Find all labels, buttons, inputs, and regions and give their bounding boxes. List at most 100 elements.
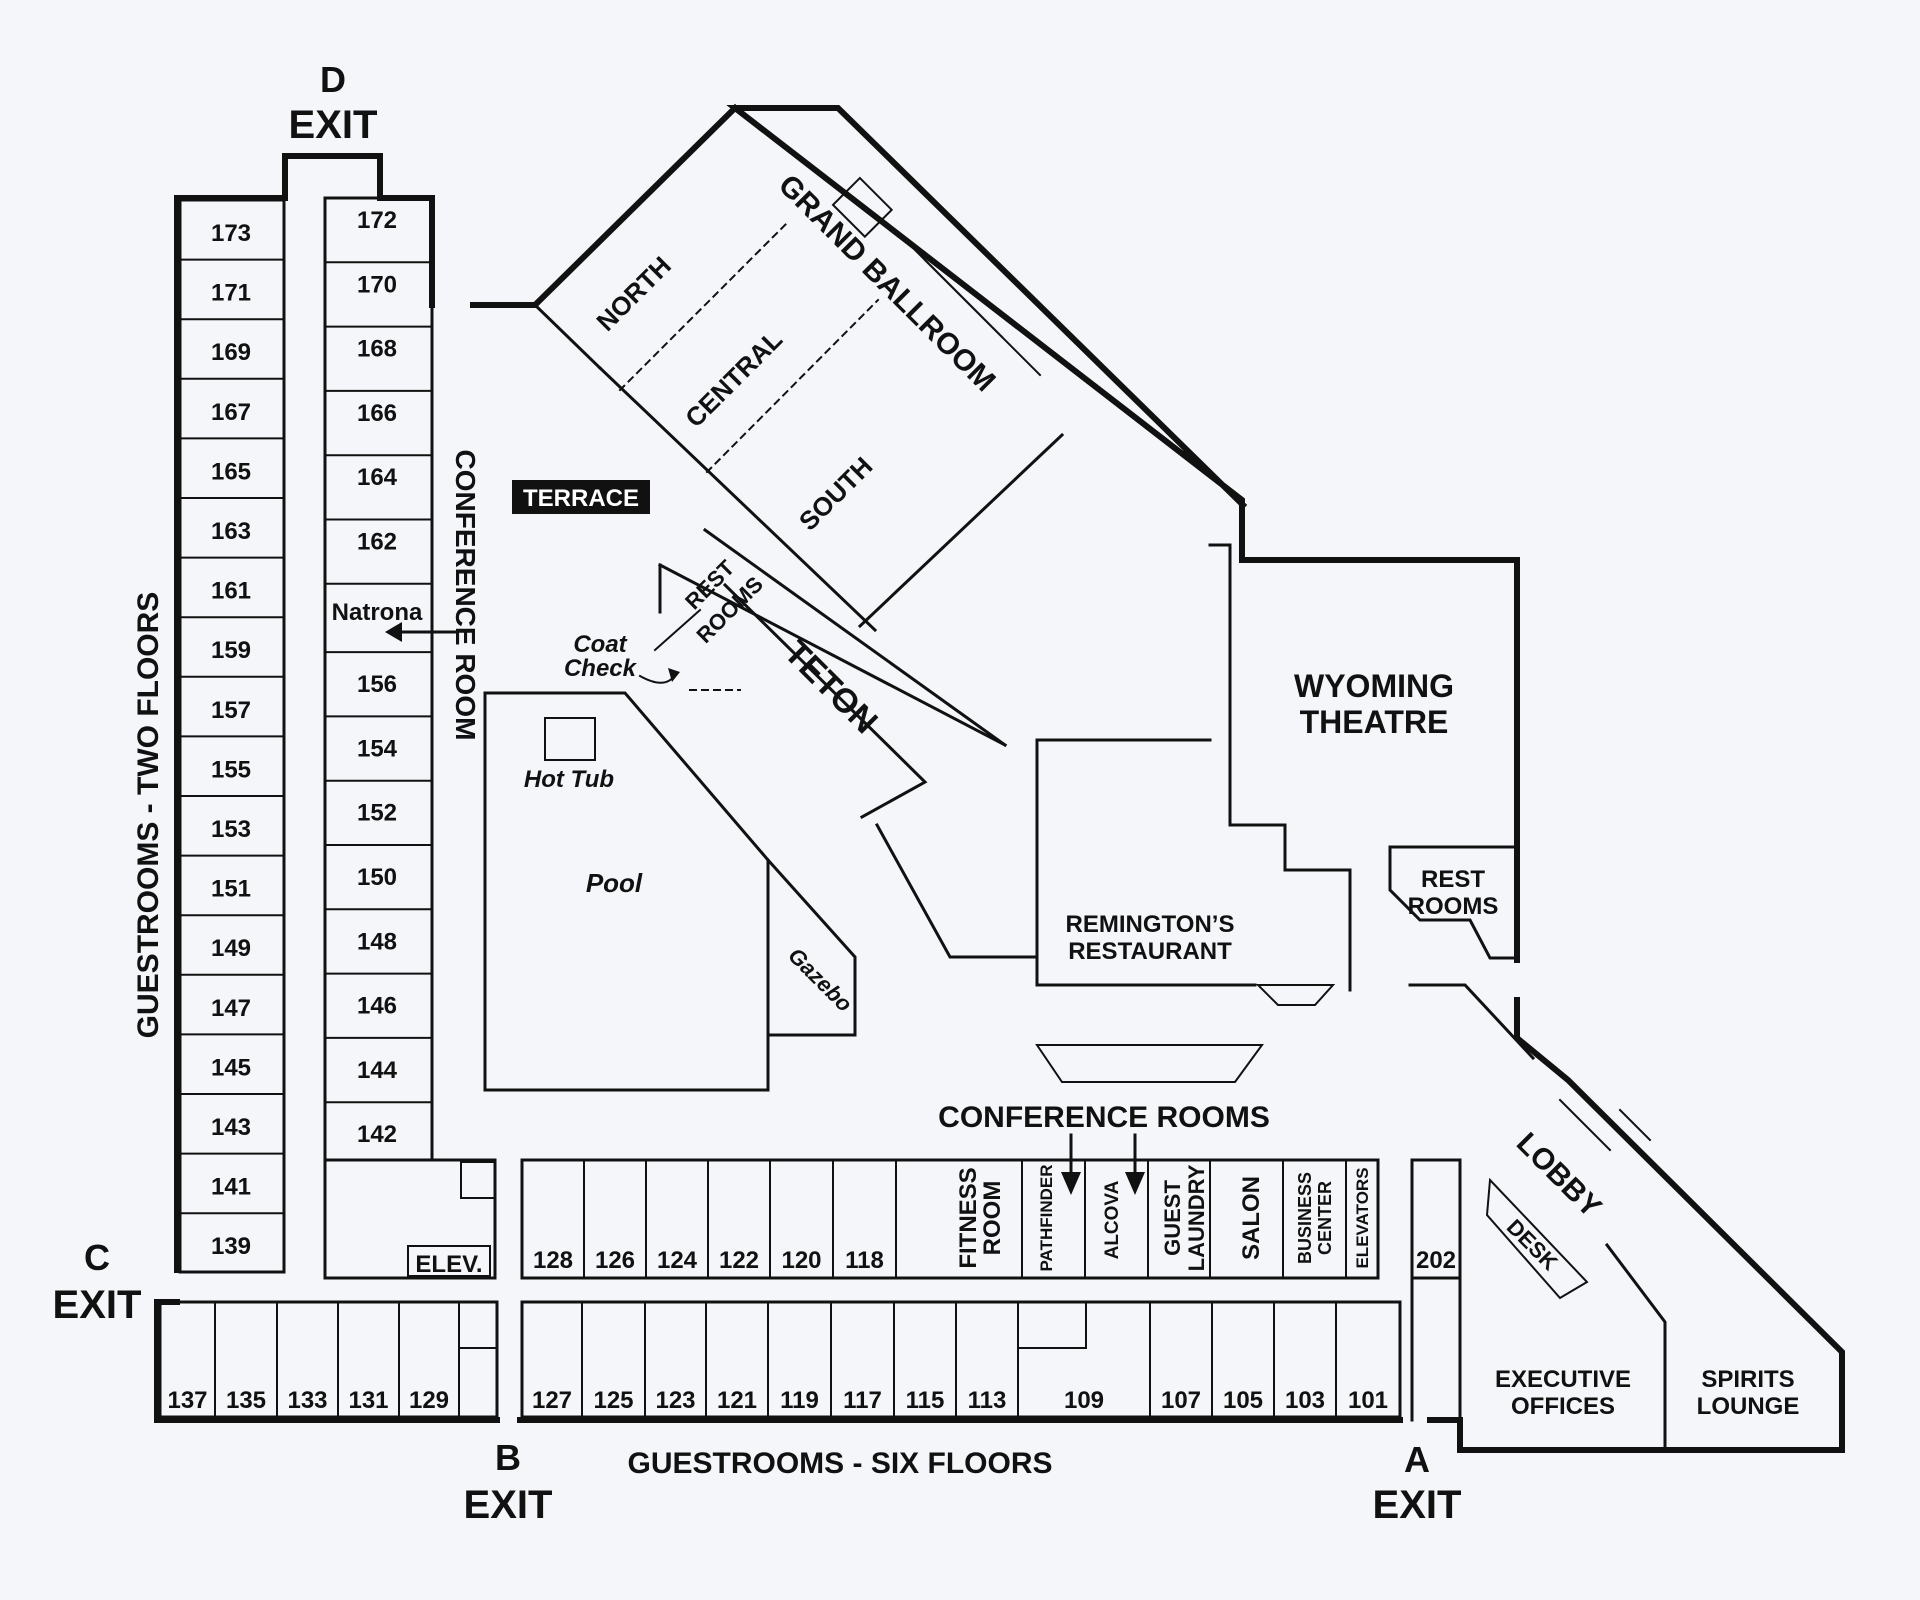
pool-label: Pool [586, 868, 643, 898]
hot-tub-label: Hot Tub [524, 766, 614, 793]
elevators-label: ELEVATORS [1353, 1167, 1372, 1268]
room-145: 145 [211, 1054, 251, 1081]
room-109: 109 [1064, 1387, 1104, 1414]
room-124: 124 [657, 1247, 698, 1274]
room-135: 135 [226, 1387, 266, 1414]
guestrooms-six-floors-label: GUESTROOMS - SIX FLOORS [627, 1447, 1052, 1480]
room-133: 133 [287, 1387, 327, 1414]
ballroom-walls [532, 176, 1065, 820]
teton-label: TETON [777, 633, 885, 741]
room-153: 153 [211, 816, 251, 843]
room-118: 118 [845, 1247, 884, 1274]
room-167: 167 [211, 399, 251, 426]
room-103: 103 [1285, 1387, 1325, 1414]
room-157: 157 [211, 697, 251, 724]
fitness-room-label-1: FITNESS [955, 1167, 982, 1268]
room-122: 122 [719, 1247, 759, 1274]
room-129: 129 [409, 1387, 449, 1414]
conference-room-vertical-label: CONFERENCE ROOM [450, 450, 481, 741]
left-wing-rooms [178, 196, 497, 1280]
exit-a-word: EXIT [1373, 1483, 1462, 1527]
spirits-lounge-label-1: SPIRITS [1701, 1366, 1794, 1393]
exit-d-letter: D [320, 59, 346, 100]
room-131: 131 [348, 1387, 388, 1414]
room-156: 156 [357, 671, 397, 698]
room-163: 163 [211, 518, 251, 545]
remingtons-label-1: REMINGTON’S [1066, 911, 1235, 938]
alcova-label: ALCOVA [1102, 1180, 1123, 1259]
room-121: 121 [717, 1387, 757, 1414]
natrona-arrow [385, 622, 680, 684]
remingtons-label-2: RESTAURANT [1068, 938, 1232, 965]
bottom-rows [158, 1158, 1462, 1422]
exit-b-letter: B [495, 1437, 521, 1478]
room-123: 123 [655, 1387, 695, 1414]
room-113: 113 [968, 1387, 1007, 1414]
guest-laundry-label-1: GUEST [1160, 1180, 1185, 1256]
room-159: 159 [211, 637, 251, 664]
executive-offices-label-2: OFFICES [1511, 1393, 1615, 1420]
business-center-label-2: CENTER [1315, 1181, 1335, 1255]
room-139: 139 [211, 1233, 251, 1260]
room-170: 170 [357, 271, 397, 298]
guest-laundry-label-2: LAUNDRY [1184, 1164, 1209, 1271]
room-169: 169 [211, 339, 251, 366]
room-143: 143 [211, 1114, 251, 1141]
room-126: 126 [595, 1247, 635, 1274]
room-147: 147 [211, 995, 251, 1022]
pathfinder-label: PATHFINDER [1037, 1164, 1056, 1271]
room-144: 144 [357, 1057, 398, 1084]
room-172: 172 [357, 207, 397, 234]
room-161: 161 [211, 578, 251, 605]
exit-c-word: EXIT [53, 1283, 142, 1327]
room-128: 128 [533, 1247, 573, 1274]
grand-ballroom-label: GRAND BALLROOM [772, 169, 1002, 399]
room-164: 164 [357, 464, 398, 491]
spirits-lounge-label-2: LOUNGE [1697, 1393, 1800, 1420]
room-150: 150 [357, 864, 397, 891]
wyoming-theatre-label-1: WYOMING [1294, 668, 1454, 704]
theatre-restaurant-walls [1035, 543, 1667, 1452]
room-natrona: Natrona [332, 599, 423, 626]
rest-rooms-theatre-label-2: ROOMS [1408, 893, 1499, 920]
fitness-room-label-2: ROOM [979, 1181, 1006, 1256]
room-105: 105 [1223, 1387, 1263, 1414]
room-127: 127 [532, 1387, 572, 1414]
room-166: 166 [357, 400, 397, 427]
area-labels: CONFERENCE ROOM TERRACE GRAND BALLROOM N… [450, 169, 1799, 1420]
wyoming-theatre-label-2: THEATRE [1300, 704, 1449, 740]
exit-a-letter: A [1404, 1439, 1430, 1480]
north-label: NORTH [590, 250, 677, 337]
lobby-label: LOBBY [1510, 1126, 1608, 1224]
room-115: 115 [906, 1387, 945, 1414]
central-label: CENTRAL [679, 324, 788, 433]
room-152: 152 [357, 800, 397, 827]
room-168: 168 [357, 336, 397, 363]
conference-rooms-heading: CONFERENCE ROOMS [938, 1101, 1270, 1134]
terrace-label: TERRACE [523, 485, 639, 512]
exit-labels: D EXIT C EXIT B EXIT A EXIT [53, 59, 1462, 1527]
room-117: 117 [843, 1387, 882, 1414]
room-146: 146 [357, 993, 397, 1020]
coat-check-label-2: Check [564, 655, 638, 682]
room-101: 101 [1348, 1387, 1388, 1414]
exit-b-word: EXIT [464, 1483, 553, 1527]
coat-check-label-1: Coat [573, 631, 627, 658]
salon-label: SALON [1238, 1176, 1265, 1260]
room-149: 149 [211, 935, 251, 962]
guestrooms-two-floors-label: GUESTROOMS - TWO FLOORS [132, 592, 165, 1039]
room-173: 173 [211, 220, 251, 247]
room-125: 125 [593, 1387, 633, 1414]
room-119: 119 [780, 1387, 819, 1414]
room-165: 165 [211, 458, 251, 485]
room-142: 142 [357, 1121, 397, 1148]
pool-area [483, 691, 1039, 1092]
room-171: 171 [211, 280, 251, 307]
room-154: 154 [357, 735, 398, 762]
room-162: 162 [357, 529, 397, 556]
room-137: 137 [167, 1387, 207, 1414]
executive-offices-label-1: EXECUTIVE [1495, 1366, 1631, 1393]
gazebo-label: Gazebo [783, 943, 857, 1017]
wing-labels: GUESTROOMS - TWO FLOORS GUESTROOMS - SIX… [132, 592, 1053, 1480]
